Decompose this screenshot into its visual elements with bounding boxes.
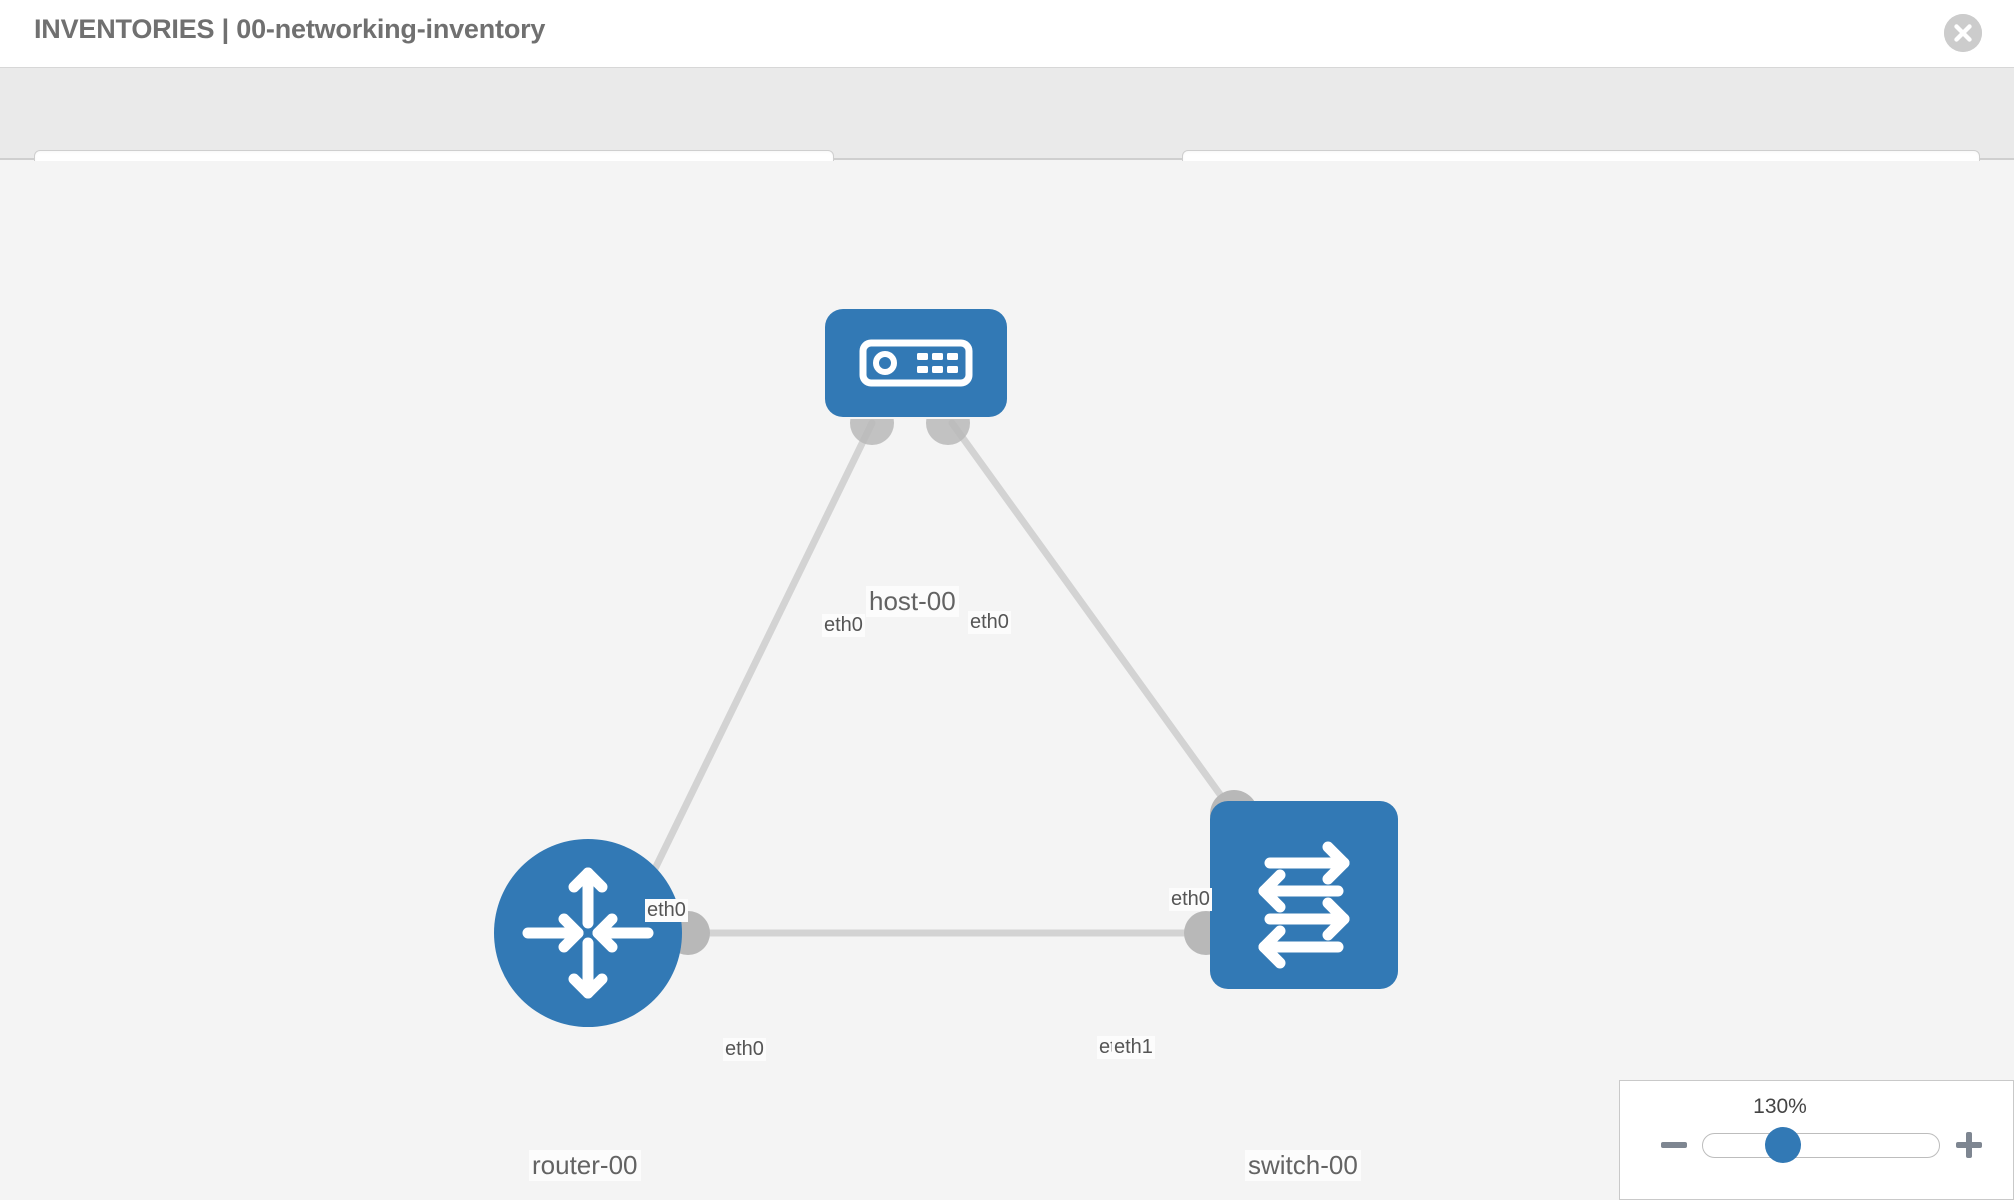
plus-icon[interactable] [1953,1129,1985,1161]
topology-edges [646,309,1258,955]
page-header: INVENTORIES | 00-networking-inventory [0,0,2014,68]
switch-arrows-icon [1258,841,1350,969]
node-label-switch-00: switch-00 [1245,1150,1361,1181]
interface-label: eth0 [822,614,865,637]
zoom-slider-track[interactable] [1702,1133,1940,1158]
toolbar: ACTIONS SEARCH [0,68,2014,202]
topology-node-host-00[interactable] [825,309,1007,417]
node-label-host-00: host-00 [866,586,959,617]
router-arrows-icon [522,867,654,999]
page-title: INVENTORIES | 00-networking-inventory [34,14,546,44]
zoom-slider-thumb[interactable] [1765,1127,1801,1163]
interface-label: eth0 [968,611,1011,634]
server-icon [859,339,973,387]
interface-label: eth1 [1112,1036,1155,1059]
interface-label: eth0 [723,1038,766,1061]
zoom-level-label: 130% [1753,1095,1807,1118]
interface-label: eth0 [1169,888,1212,911]
topology-node-router-00[interactable] [494,839,682,1027]
topology-canvas[interactable]: host-00 router-00 switch-00 eth0 eth0 et… [0,161,2014,1200]
node-label-router-00: router-00 [529,1150,641,1181]
close-icon[interactable] [1944,14,1982,52]
minus-icon[interactable] [1658,1129,1690,1161]
interface-label: eth0 [645,899,688,922]
zoom-control-panel: 130% [1619,1080,2014,1200]
topology-node-switch-00[interactable] [1210,801,1398,989]
